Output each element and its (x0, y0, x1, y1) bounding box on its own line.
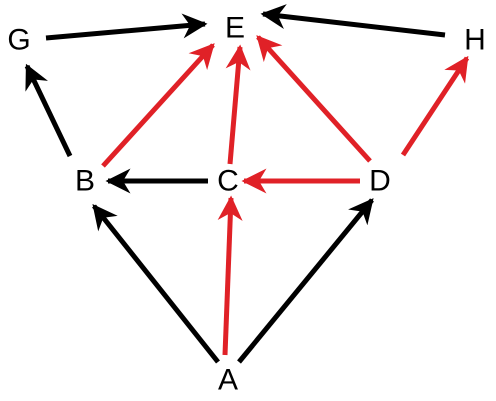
node-b: B (75, 165, 95, 198)
node-h: H (464, 24, 486, 57)
edge-a-to-d-black (237, 198, 374, 364)
edge-a-to-b-black (92, 204, 220, 364)
edge-c-to-e-red (225, 44, 251, 165)
edge-a-to-c-red (217, 195, 243, 356)
node-d: D (369, 165, 391, 198)
edge-b-to-e-red (101, 43, 215, 168)
node-e: E (225, 12, 245, 45)
edge-d-to-h-red (400, 55, 470, 157)
edges-layer (24, 4, 470, 364)
edge-h-to-e-black (260, 4, 446, 38)
edge-g-to-e-black (45, 13, 208, 41)
node-c: C (217, 165, 239, 198)
edge-b-to-g-black (24, 63, 73, 158)
node-a: A (218, 364, 238, 397)
nodes-layer: E G H B C D A (7, 12, 486, 397)
node-g: G (7, 24, 30, 57)
edge-d-to-e-red (256, 35, 372, 163)
